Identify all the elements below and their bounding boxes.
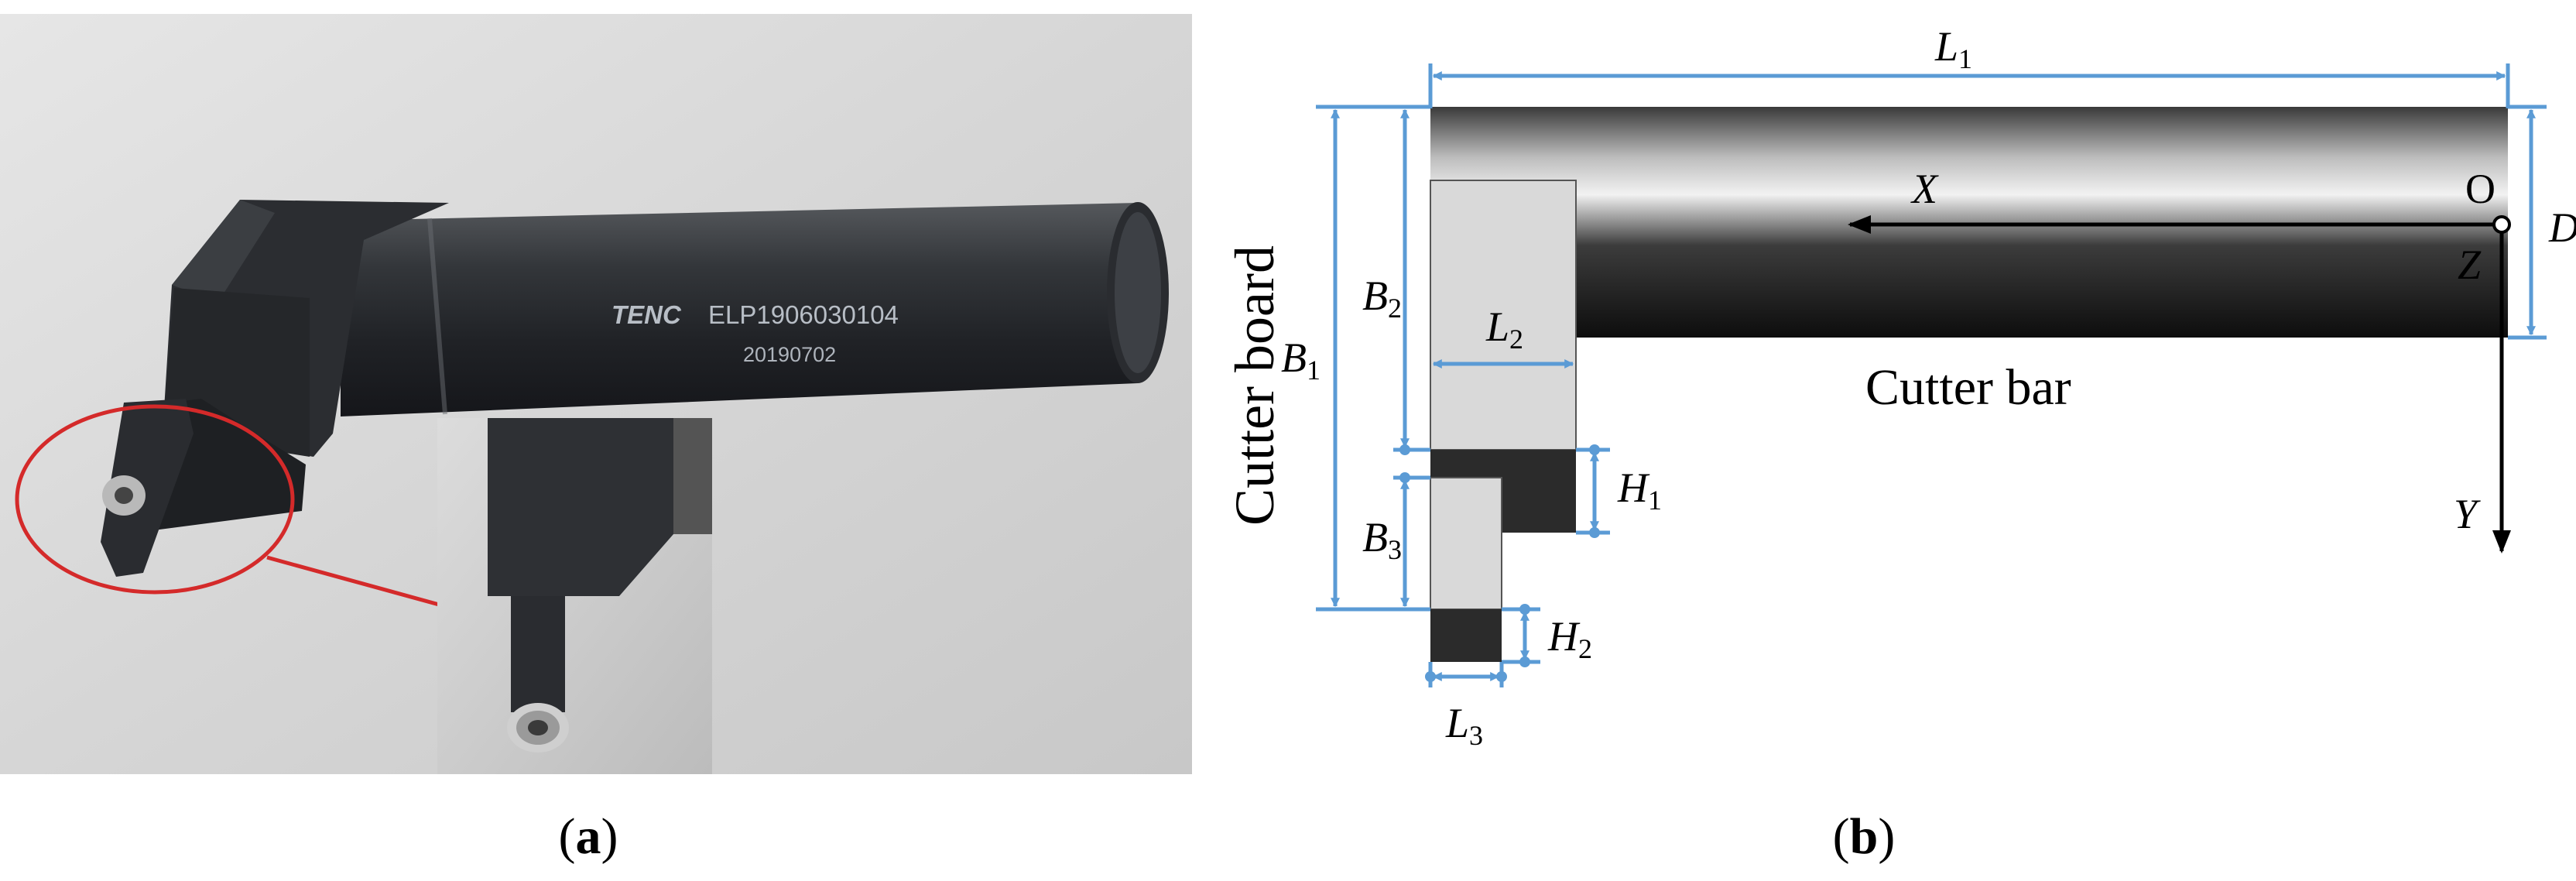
- dim-l1-label: L1: [1934, 23, 1972, 74]
- axis-z-label: Z: [2458, 242, 2482, 288]
- tool-date: 20190702: [743, 343, 836, 366]
- tool-logo: TENC: [611, 300, 682, 329]
- cutter-bar-shape: [1430, 107, 2508, 338]
- cutter-board-label: Cutter board: [1224, 245, 1286, 526]
- cutter-board-shape: [1430, 180, 1577, 451]
- insert-tip-shape: [1430, 609, 1502, 662]
- caption-a: (a): [559, 808, 618, 865]
- cutter-bar-label: Cutter bar: [1865, 359, 2071, 416]
- axis-x-label: X: [1910, 166, 1939, 212]
- tool-shaft: [341, 202, 1169, 417]
- neck-shape: [1430, 477, 1502, 610]
- origin-label: O: [2465, 166, 2496, 212]
- inset-photo: [437, 418, 712, 774]
- origin-marker: [2492, 215, 2511, 234]
- dim-l3-label: L3: [1445, 700, 1483, 751]
- tool-serial: ELP1906030104: [708, 300, 899, 329]
- highlight-ellipse: [15, 404, 295, 595]
- callout-arrow: [266, 555, 468, 619]
- dim-b2-label: B2: [1362, 273, 1402, 324]
- dim-h1-label: H1: [1617, 464, 1662, 516]
- dimension-lines: [1316, 63, 2547, 687]
- dim-b1-label: B1: [1281, 334, 1321, 386]
- dim-b3-label: B3: [1362, 514, 1402, 565]
- step-one-shape: [1430, 450, 1576, 533]
- panel-b-diagram: X Y Z O Cutter bar Cutter board L1 D B1 …: [1224, 23, 2576, 751]
- dim-h2-label: H2: [1547, 613, 1592, 664]
- dim-d-label: D: [2548, 204, 2576, 251]
- dimension-dots: [1399, 444, 1600, 682]
- panel-a-photo: TENC ELP1906030104 20190702: [0, 14, 1192, 774]
- caption-b: (b): [1833, 808, 1896, 865]
- tool-arm: [101, 399, 194, 577]
- dim-l2-label: L2: [1485, 303, 1523, 355]
- axis-y-label: Y: [2454, 491, 2481, 537]
